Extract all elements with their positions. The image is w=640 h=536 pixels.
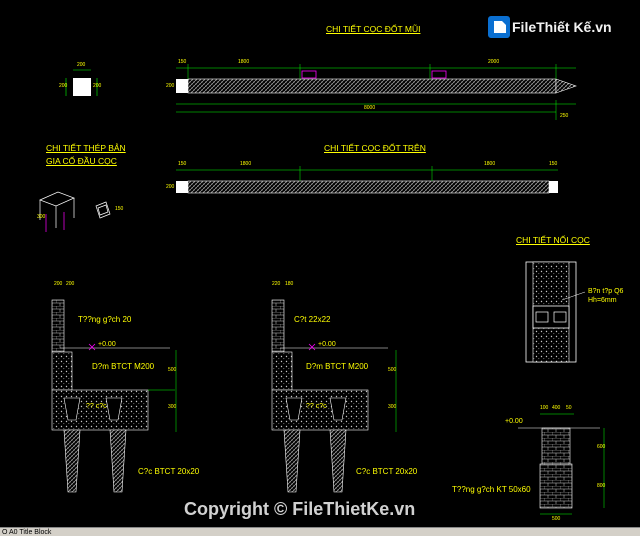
level-middle: +0.00 [318,341,336,348]
dim-vertical-800: 800 [597,483,606,489]
foundation-middle [271,299,397,493]
dim-right-100: 100 [540,405,549,411]
dim-tip-200: 200 [166,83,175,89]
dim-top-200: 200 [166,184,175,190]
layout-tab[interactable]: O A0 Title Block [2,529,52,536]
dim-vertical-300b: 300 [388,404,397,410]
dim-vertical-300a: 300 [168,404,177,410]
dim-tip-1800: 1800 [238,59,250,65]
dim-vertical-500a: 500 [168,367,177,373]
label-pilecap-left: ?? c?c [86,403,107,410]
dim-wall-mid-b: 180 [285,281,294,287]
dim-top-1800b: 1800 [484,161,496,167]
label-beam-middle: D?m BTCT M200 [306,362,369,371]
label-brick-column: T??ng g?ch KT 50x60 [452,485,531,494]
foundation-left [51,299,177,493]
label-weld-plate: B?n t?p Q6 [588,288,624,295]
dim-wall-mid-a: 220 [272,281,281,287]
dim-plate-2: 150 [115,206,124,212]
dim-right-500: 500 [552,516,561,522]
title-top-pile: CHI TIẾT CỌC ĐỐT TRÊN [324,143,426,153]
pile-splice-detail [525,261,586,363]
title-pile-head: GIA CỐ ĐẦU CỌC [46,156,117,166]
brand-logo-icon [488,16,510,38]
label-column: C?t 22x22 [294,315,331,324]
dim-vertical-600: 600 [597,444,606,450]
pile-section-square [65,69,98,96]
dim-wall-left-b: 200 [66,281,75,287]
dim-tip-150: 150 [178,59,187,65]
dim-tip-2000: 2000 [488,59,500,65]
label-wall-left: T??ng g?ch 20 [78,315,132,324]
title-steel-plate: CHI TIẾT THÉP BẢN [46,143,126,153]
dim-tip-250: 250 [560,113,569,119]
label-pile-middle: C?c BTCT 20x20 [356,467,418,476]
steel-plate-iso [39,191,111,232]
dim-top-150a: 150 [178,161,187,167]
top-pile-elevation [176,166,558,194]
dim-square-right: 200 [93,83,102,89]
brand-watermark: FileThiết Kế.vn [512,19,612,35]
level-right: +0.00 [505,418,523,425]
title-splice: CHI TIẾT NỐI CỌC [516,235,590,245]
copyright-watermark: Copyright © FileThietKe.vn [184,499,416,519]
dim-right-400: 400 [552,405,561,411]
title-tip-pile: CHI TIẾT CỌC ĐỐT MŨI [326,24,421,34]
dim-square-top: 200 [77,62,86,68]
dim-top-150b: 150 [549,161,558,167]
dim-wall-left-a: 200 [54,281,63,287]
dim-square-left: 200 [59,83,68,89]
label-pile-left: C?c BTCT 20x20 [138,467,200,476]
label-weld-height: Hh=6mm [588,297,617,304]
dim-tip-8000: 8000 [364,105,376,111]
dim-vertical-500b: 500 [388,367,397,373]
label-beam-left: D?m BTCT M200 [92,362,155,371]
level-left: +0.00 [98,341,116,348]
label-pilecap-middle: ?? c?c [306,403,327,410]
tip-pile-elevation [176,64,577,120]
brick-column-detail [518,413,605,515]
dim-right-50: 50 [566,405,572,411]
dim-plate-1: 300 [37,214,46,220]
status-bar: O A0 Title Block [0,527,640,536]
dim-top-1800a: 1800 [240,161,252,167]
